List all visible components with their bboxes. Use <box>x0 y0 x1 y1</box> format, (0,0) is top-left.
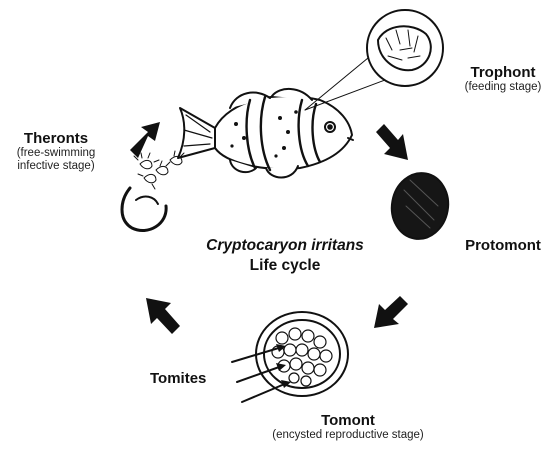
tomont-illustration <box>232 312 348 402</box>
theronts-description-line1: (free-swimming <box>0 147 112 160</box>
trophont-illustration <box>367 10 443 86</box>
theronts-label: Theronts <box>0 130 112 147</box>
protomont-label: Protomont <box>448 237 558 254</box>
arrow-fish-to-protomont <box>376 124 408 160</box>
diagram-title: Cryptocaryon irritans Life cycle <box>180 236 390 276</box>
tomont-label: Tomont <box>238 412 458 429</box>
trophont-description: (feeding stage) <box>448 81 558 94</box>
arrow-tomont-to-theronts <box>146 298 180 334</box>
arrow-theronts-to-fish <box>130 122 160 158</box>
arrow-protomont-to-tomont <box>374 296 408 328</box>
theronts-label-group: Theronts (free-swimming infective stage) <box>0 130 112 174</box>
tomont-description: (encysted reproductive stage) <box>238 429 458 442</box>
tomites-label-group: Tomites <box>150 370 240 387</box>
trophont-label: Trophont <box>448 64 558 81</box>
protomont-label-group: Protomont <box>448 237 558 254</box>
diagram-subtitle: Life cycle <box>180 256 390 276</box>
trophont-label-group: Trophont (feeding stage) <box>448 64 558 94</box>
protomont-illustration <box>387 169 454 244</box>
species-name: Cryptocaryon irritans <box>180 236 390 256</box>
theronts-description-line2: infective stage) <box>0 160 112 173</box>
tomont-label-group: Tomont (encysted reproductive stage) <box>238 412 458 442</box>
tomites-label: Tomites <box>150 370 240 387</box>
theronts-illustration <box>122 151 184 231</box>
